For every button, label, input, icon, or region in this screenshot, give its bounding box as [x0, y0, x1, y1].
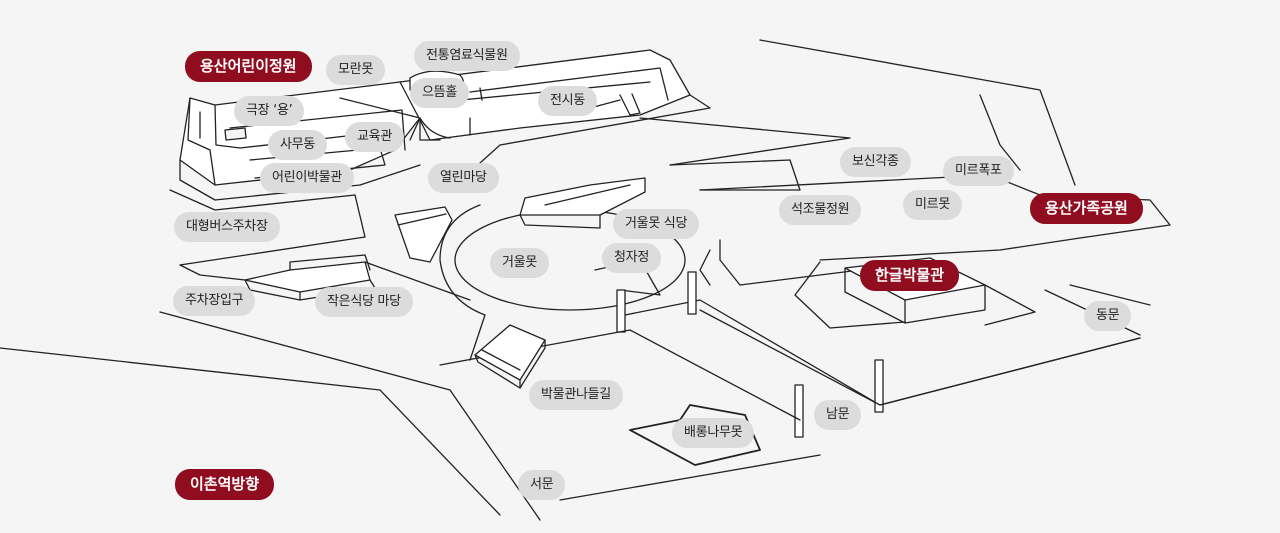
label-bell[interactable]: 보신각종: [840, 147, 911, 177]
label-small-restaurant-plaza[interactable]: 작은식당 마당: [315, 287, 413, 317]
label-exhibition-building[interactable]: 전시동: [538, 86, 597, 116]
label-south-gate[interactable]: 남문: [814, 400, 862, 430]
label-parking-entrance[interactable]: 주차장입구: [173, 286, 256, 316]
label-eumdeum-hall[interactable]: 으뜸홀: [410, 78, 469, 108]
label-ichon-direction[interactable]: 이촌역방향: [175, 469, 275, 500]
label-moran-pond[interactable]: 모란못: [326, 55, 385, 85]
label-open-plaza[interactable]: 열린마당: [428, 163, 499, 193]
label-theater[interactable]: 극장 ‘용’: [234, 96, 305, 126]
label-mirror-pond[interactable]: 거울못: [490, 248, 549, 278]
label-mirror-pond-restaurant[interactable]: 거울못 식당: [613, 209, 700, 239]
amphitheater: [394, 206, 453, 263]
label-family-park[interactable]: 용산가족공원: [1030, 193, 1143, 224]
label-education-hall[interactable]: 교육관: [345, 122, 404, 152]
label-hangul-museum[interactable]: 한글박물관: [860, 260, 960, 291]
pond-restaurant-building: [519, 177, 646, 229]
label-miru-falls[interactable]: 미르폭포: [943, 156, 1014, 186]
label-west-gate[interactable]: 서문: [518, 470, 566, 500]
museum-path-building: [474, 324, 546, 389]
label-office-building[interactable]: 사무동: [268, 130, 327, 160]
label-east-gate[interactable]: 동문: [1084, 301, 1132, 331]
label-children-garden[interactable]: 용산어린이정원: [185, 51, 312, 82]
label-childrens-museum[interactable]: 어린이박물관: [260, 163, 354, 193]
label-cheongja-pavilion[interactable]: 청자정: [602, 243, 661, 273]
label-museum-path[interactable]: 박물관나들길: [529, 380, 623, 410]
label-bus-parking[interactable]: 대형버스주차장: [174, 212, 280, 242]
label-baerong-pond[interactable]: 배롱나무못: [672, 418, 755, 448]
label-dye-garden[interactable]: 전통염료식물원: [414, 41, 520, 71]
label-miru-pond[interactable]: 미르못: [903, 190, 962, 220]
label-stone-garden[interactable]: 석조물정원: [779, 195, 862, 225]
